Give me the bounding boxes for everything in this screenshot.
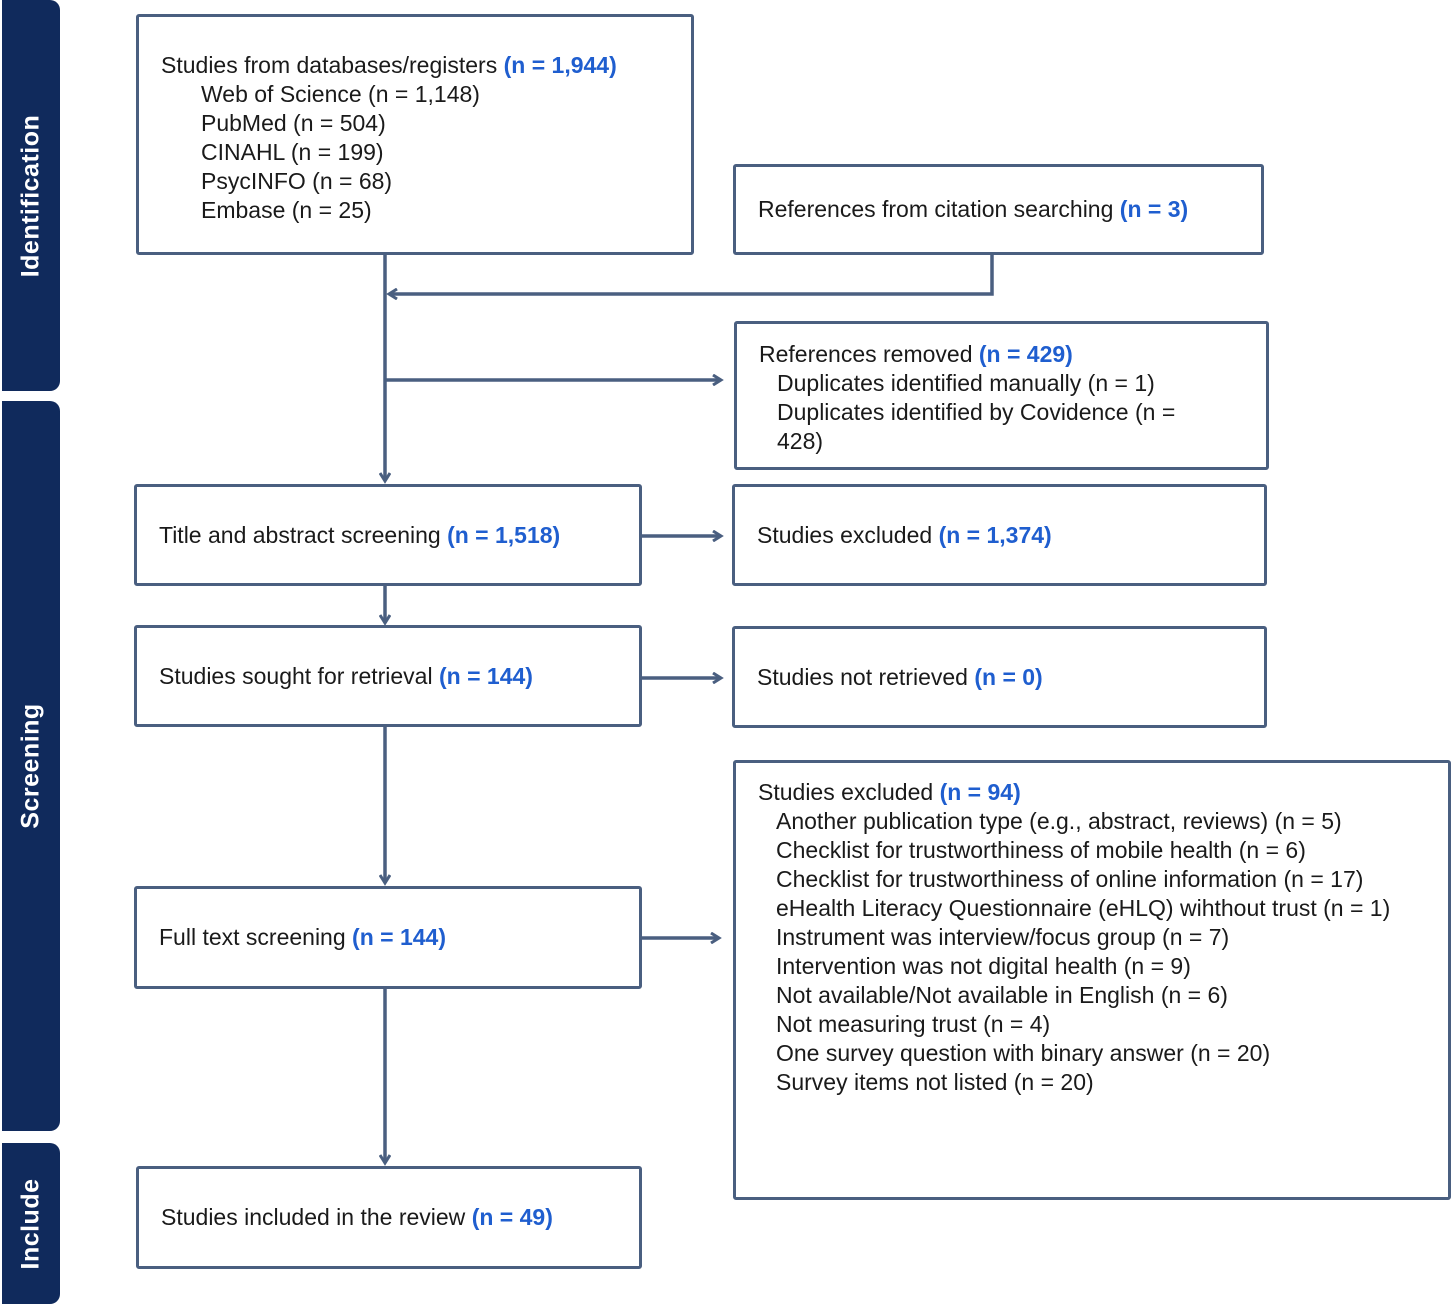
removed-heading: References removed (n = 429) [759,340,1266,369]
excluded-reasons-heading: Studies excluded (n = 94) [758,778,1448,807]
exclusion-reason: eHealth Literacy Questionnaire (eHLQ) wi… [776,895,1391,921]
excluded-label: Studies excluded [757,521,933,548]
full-text-count: (n = 144) [352,924,446,950]
exclusion-reason: Instrument was interview/focus group (n … [776,924,1230,950]
arrow-citation-to-main-flow [390,255,994,294]
references-removed-box: References removed (n = 429) Duplicates … [734,321,1269,470]
removed-item: Duplicates identified by Covidence (n = … [777,399,1176,454]
citation-box: References from citation searching (n = … [733,164,1264,255]
title-abstract-label: Title and abstract screening [159,521,441,548]
exclusion-reason: Not measuring trust (n = 4) [776,1011,1051,1037]
title-abstract-screening-box: Title and abstract screening (n = 1,518) [134,484,642,586]
title-abstract-count: (n = 1,518) [447,521,561,548]
retrieval-count: (n = 144) [438,662,533,689]
database-item: PubMed (n = 504) [201,110,386,136]
exclusion-reason: Another publication type (e.g., abstract… [776,808,1342,834]
removed-item: Duplicates identified manually (n = 1) [777,370,1155,396]
database-item: Embase (n = 25) [201,197,372,223]
exclusion-reason: Survey items not listed (n = 20) [776,1069,1094,1095]
phase-bar-include: Include [2,1143,60,1304]
retrieval-label: Studies sought for retrieval [159,662,433,689]
excluded-reasons-count: (n = 94) [939,779,1021,805]
studies-included-box: Studies included in the review (n = 49) [136,1166,642,1269]
included-label: Studies included in the review [161,1204,466,1230]
exclusion-reason: Checklist for trustworthiness of mobile … [776,837,1306,863]
retrieval-box: Studies sought for retrieval (n = 144) [134,625,642,727]
phase-bar-screening: Screening [2,401,60,1131]
not-retrieved-box: Studies not retrieved (n = 0) [732,626,1267,728]
databases-label: Studies from databases/registers [161,52,498,78]
removed-count: (n = 429) [978,341,1073,367]
not-retrieved-count: (n = 0) [974,663,1043,690]
databases-count: (n = 1,944) [503,52,617,78]
citation-count: (n = 3) [1119,196,1189,222]
databases-box: Studies from databases/registers (n = 1,… [136,14,694,255]
not-retrieved-label: Studies not retrieved [757,663,968,690]
database-item: PsycINFO (n = 68) [201,168,393,194]
database-item: CINAHL (n = 199) [201,139,384,165]
phase-bar-identification: Identification [2,0,60,391]
included-count: (n = 49) [471,1204,553,1230]
citation-label: References from citation searching [758,196,1114,222]
full-text-screening-box: Full text screening (n = 144) [134,886,642,989]
studies-excluded-box: Studies excluded (n = 1,374) [732,484,1267,586]
removed-label: References removed [759,341,973,367]
exclusion-reason: Not available/Not available in English (… [776,982,1228,1008]
databases-heading: Studies from databases/registers (n = 1,… [161,51,691,80]
exclusion-reason: One survey question with binary answer (… [776,1040,1271,1066]
excluded-reasons-label: Studies excluded [758,779,934,805]
full-text-excluded-box: Studies excluded (n = 94) Another public… [733,760,1451,1200]
full-text-label: Full text screening [159,924,346,950]
excluded-count: (n = 1,374) [938,521,1052,548]
exclusion-reason: Intervention was not digital health (n =… [776,953,1191,979]
database-item: Web of Science (n = 1,148) [201,81,480,107]
exclusion-reason: Checklist for trustworthiness of online … [776,866,1364,892]
